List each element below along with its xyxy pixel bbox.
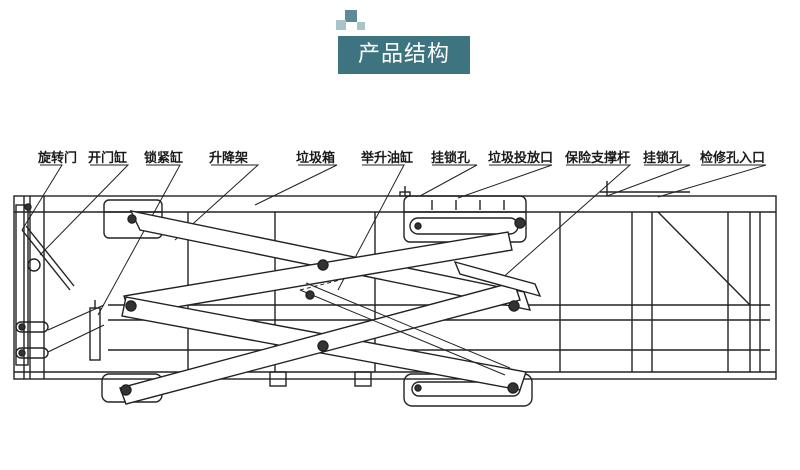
door-cylinder-link (47, 304, 105, 353)
page-title: 产品结构 (338, 36, 470, 74)
label-safety-support-rod: 保险支撑杆 (565, 151, 631, 166)
leader-inlet (457, 164, 553, 199)
leader-support-rod (499, 164, 632, 281)
safety-rod (453, 260, 542, 298)
leader-lock-cylinder (97, 164, 181, 316)
leader-lines (21, 164, 767, 316)
leader-lock-hole-1 (419, 164, 478, 197)
pivot-pins (18, 203, 526, 396)
label-inspection-hole-entrance: 检修孔入口 (700, 151, 766, 166)
leader-lift-cylinder (337, 164, 405, 291)
scissor-arms (119, 210, 542, 405)
label-lock-cylinder: 锁紧缸 (144, 151, 184, 166)
lock-cylinder (89, 300, 101, 361)
label-hanging-lock-hole-2: 挂锁孔 (643, 151, 683, 166)
frame-outer (13, 195, 777, 380)
decor-square (345, 10, 357, 22)
decor-square (336, 20, 346, 30)
label-hanging-lock-hole-1: 挂锁孔 (431, 151, 471, 166)
rotating-door (15, 204, 75, 366)
label-lift-cylinder: 举升油缸 (361, 151, 414, 166)
leader-door-cylinder (39, 164, 130, 256)
decor-square (357, 22, 365, 30)
leader-lift-frame (174, 164, 260, 241)
lift-cylinder (299, 279, 511, 376)
leader-rotating-door (21, 164, 63, 231)
label-garbage-box: 垃圾箱 (296, 151, 336, 166)
leader-inspection (657, 164, 767, 198)
label-lift-frame: 升降架 (209, 151, 249, 166)
leader-lock-hole-2 (606, 164, 691, 197)
label-garbage-inlet: 垃圾投放口 (488, 151, 554, 166)
label-door-cylinder: 开门缸 (88, 151, 128, 166)
leader-garbage-box (254, 164, 338, 206)
header: 产品结构 (0, 0, 800, 90)
label-rotating-door: 旋转门 (38, 151, 78, 166)
